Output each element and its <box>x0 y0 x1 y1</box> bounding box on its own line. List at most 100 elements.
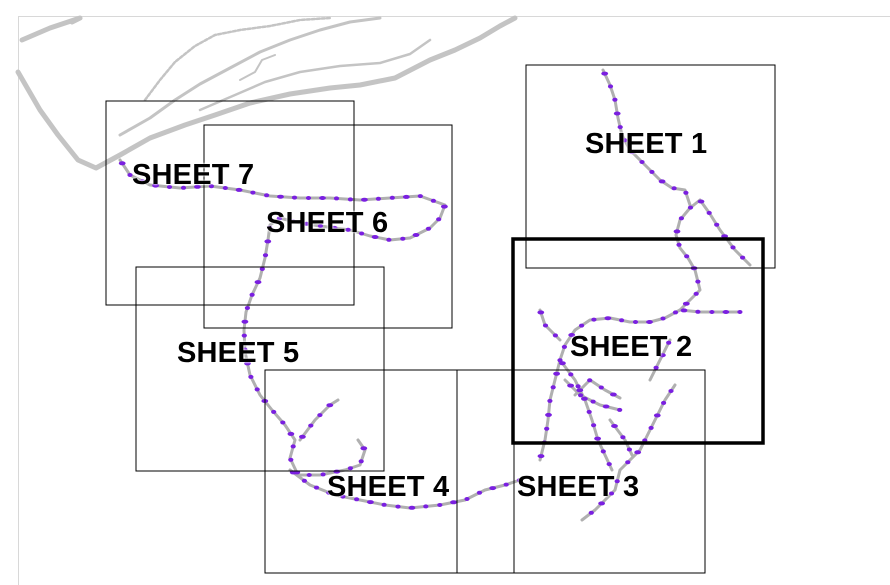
station-marker <box>567 383 574 388</box>
shoreline-inner <box>19 15 83 43</box>
sheet-2-box[interactable] <box>511 237 765 445</box>
station-marker <box>441 204 448 209</box>
station-marker <box>552 333 559 338</box>
station-marker <box>235 187 243 192</box>
station-marker <box>437 503 443 507</box>
station-marker <box>613 111 621 116</box>
station-marker <box>591 423 597 428</box>
station-marker <box>625 460 631 465</box>
sheet-1-label: SHEET 1 <box>585 128 708 160</box>
station-marker <box>259 266 265 271</box>
station-marker <box>632 320 639 324</box>
station-marker <box>320 472 326 477</box>
station-marker <box>611 424 618 428</box>
station-marker <box>588 510 594 515</box>
station-marker <box>354 497 360 502</box>
station-marker <box>737 310 743 314</box>
station-marker <box>646 320 653 324</box>
station-marker <box>697 199 705 204</box>
sheet-3-label: SHEET 3 <box>517 471 640 503</box>
sheet-7-box[interactable] <box>105 100 355 306</box>
station-marker <box>598 501 605 506</box>
station-marker <box>313 485 320 490</box>
station-marker <box>671 186 677 191</box>
station-marker <box>326 403 334 408</box>
station-marker <box>730 245 736 250</box>
station-marker <box>695 279 701 284</box>
station-marker <box>676 242 682 247</box>
sheet-1-box[interactable] <box>525 64 776 269</box>
station-marker <box>721 234 728 239</box>
station-marker <box>241 333 247 338</box>
station-marker <box>271 409 277 414</box>
station-marker <box>559 361 566 366</box>
station-marker <box>684 254 690 259</box>
sheet-3-box[interactable] <box>456 369 706 574</box>
sheet-6-label: SHEET 6 <box>266 207 389 239</box>
station-marker <box>628 150 636 155</box>
station-marker <box>288 457 294 462</box>
station-marker <box>389 195 395 200</box>
station-marker <box>672 310 679 315</box>
station-marker <box>280 420 286 425</box>
station-marker <box>706 210 712 215</box>
shoreline-upper <box>118 16 382 137</box>
sheet-7-label: SHEET 7 <box>132 159 255 191</box>
station-marker <box>423 504 429 509</box>
station-marker <box>598 385 604 390</box>
station-marker <box>194 184 201 189</box>
station-marker <box>653 413 661 418</box>
station-marker <box>547 398 553 403</box>
station-marker <box>602 404 610 409</box>
station-marker <box>600 449 606 454</box>
station-marker <box>668 389 674 393</box>
station-marker <box>417 194 423 199</box>
station-marker <box>166 185 173 189</box>
station-marker <box>476 490 483 495</box>
sheet-6-box[interactable] <box>203 124 453 329</box>
station-marker <box>489 486 497 491</box>
station-marker <box>152 183 160 188</box>
station-marker <box>620 435 626 440</box>
station-marker <box>516 478 523 483</box>
station-marker <box>649 169 655 174</box>
station-marker <box>545 412 552 417</box>
station-marker <box>673 229 681 234</box>
station-marker <box>610 392 617 397</box>
route-sheet-5-branch <box>298 398 340 442</box>
station-marker <box>301 478 307 483</box>
station-marker <box>249 292 255 297</box>
station-marker <box>345 227 351 232</box>
station-marker <box>267 225 273 230</box>
station-marker <box>653 365 659 370</box>
station-marker <box>262 253 269 258</box>
station-marker <box>450 500 457 505</box>
station-marker <box>626 447 633 452</box>
station-marker <box>661 400 667 405</box>
map-frame <box>18 16 890 585</box>
station-marker <box>367 500 374 505</box>
station-marker <box>291 195 298 200</box>
station-marker <box>576 388 584 393</box>
station-marker <box>118 161 126 166</box>
station-marker <box>639 160 645 164</box>
station-marker <box>244 361 251 366</box>
station-marker <box>308 423 314 428</box>
station-marker <box>544 426 550 431</box>
station-marker <box>305 196 312 200</box>
sheet-4-label: SHEET 4 <box>327 471 450 503</box>
station-marker <box>622 138 628 143</box>
sheet-5-box[interactable] <box>135 266 385 472</box>
station-marker <box>658 179 666 184</box>
station-marker <box>303 221 310 226</box>
station-marker <box>381 502 387 507</box>
station-marker <box>139 179 146 184</box>
station-marker <box>359 231 365 236</box>
station-marker <box>587 378 593 383</box>
station-marker <box>617 407 623 412</box>
station-marker <box>412 233 420 237</box>
station-marker <box>682 301 690 306</box>
station-marker <box>402 194 410 199</box>
station-marker <box>299 434 306 439</box>
